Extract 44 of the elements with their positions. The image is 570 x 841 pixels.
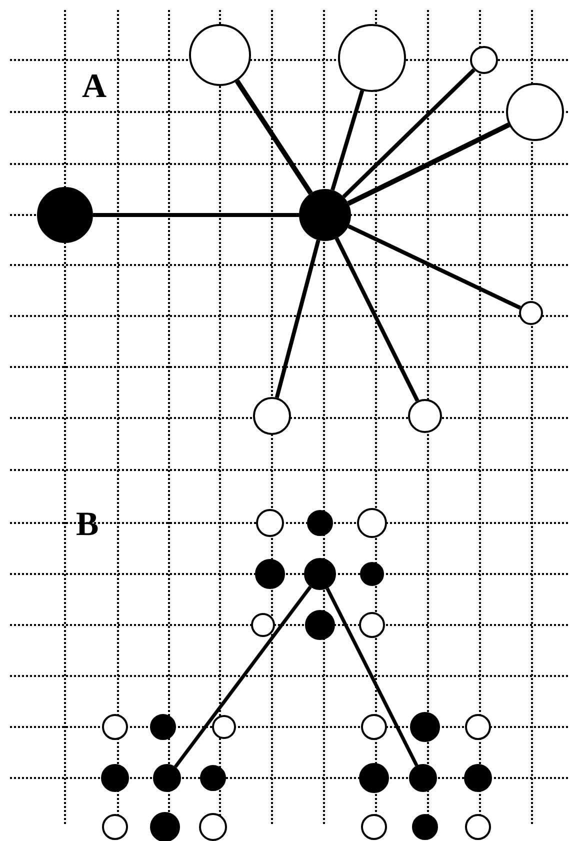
filled-circle-node (360, 562, 384, 586)
filled-circle-node (409, 764, 437, 792)
filled-circle-node (150, 714, 176, 740)
filled-circle-node (101, 764, 129, 792)
open-circle-node (199, 813, 227, 841)
connector-line (274, 240, 320, 398)
filled-circle-node (410, 712, 440, 742)
connector-line (348, 224, 522, 310)
open-circle-node (251, 613, 275, 637)
open-circle-node (256, 509, 284, 537)
open-circle-node (359, 612, 385, 638)
filled-circle-node (464, 764, 492, 792)
filled-circle-node (304, 558, 336, 590)
open-circle-node (361, 814, 387, 840)
connector-line (93, 213, 299, 217)
connector-line (326, 588, 418, 766)
open-circle-node (102, 714, 128, 740)
open-circle-node (357, 508, 387, 538)
filled-circle-node (412, 814, 438, 840)
filled-circle-node (200, 765, 226, 791)
connector-line (342, 68, 476, 198)
open-circle-node (102, 814, 128, 840)
open-circle-node (465, 714, 491, 740)
connector-line (234, 80, 313, 195)
filled-circle-node (255, 559, 285, 589)
panel-label: A (82, 70, 107, 104)
open-circle-node (253, 397, 291, 435)
open-circle-node (361, 714, 387, 740)
filled-circle-node (305, 610, 335, 640)
filled-circle-node (153, 764, 181, 792)
filled-circle-node (359, 763, 389, 793)
connector-line (330, 90, 364, 191)
filled-circle-node (307, 510, 333, 536)
filled-circle-node (150, 812, 180, 841)
connector-line (174, 586, 312, 768)
connector-line (347, 122, 510, 206)
open-circle-node (408, 399, 442, 433)
open-circle-node (519, 301, 543, 325)
filled-circle-node (299, 189, 351, 241)
open-circle-node (465, 814, 491, 840)
open-circle-node (470, 46, 498, 74)
open-circle-node (212, 715, 236, 739)
connector-line (334, 237, 420, 402)
panel-label: B (76, 508, 99, 542)
